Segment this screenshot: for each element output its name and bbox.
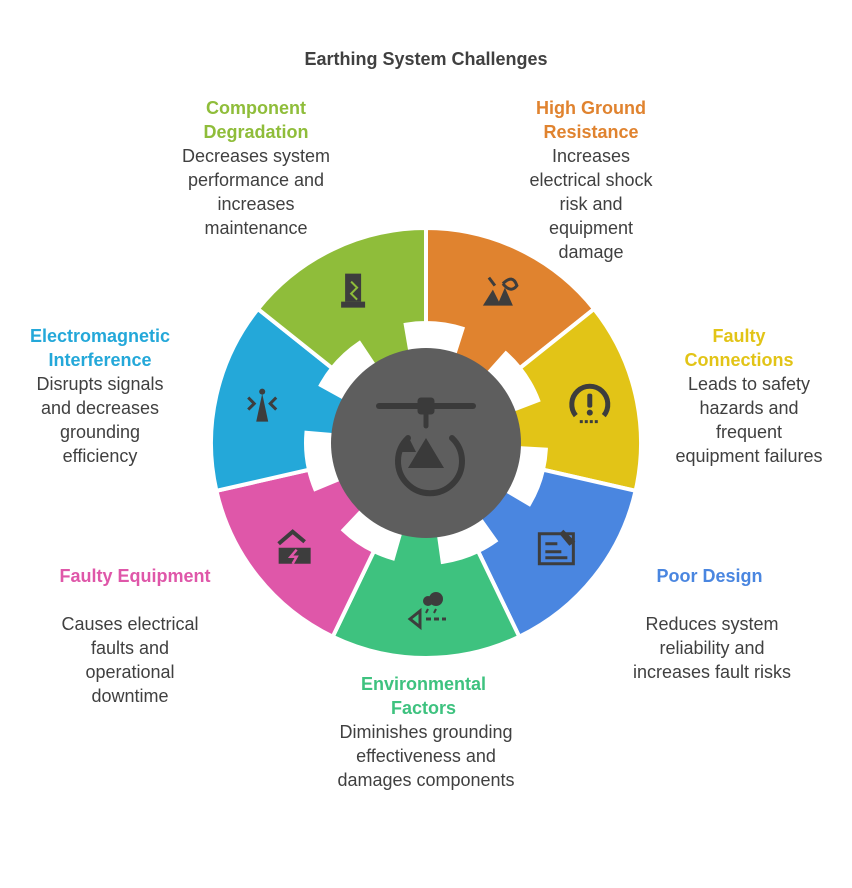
broken-plant-icon — [482, 276, 519, 306]
segment-description: Diminishes grounding effectiveness and d… — [337, 722, 515, 790]
warning-gauge-icon — [569, 383, 611, 424]
segment-title: Component Degradation — [203, 98, 309, 142]
segment-label-electromagnetic-interference: Electromagnetic Interference Disrupts si… — [20, 324, 180, 468]
crumbling-pillar-icon — [341, 273, 366, 308]
segment-description: Causes electrical faults and operational… — [61, 614, 199, 706]
blueprint-icon — [537, 529, 576, 566]
segment-description: Leads to safety hazards and frequent equ… — [675, 374, 823, 466]
center-cycle-icon — [376, 397, 476, 497]
rain-cloud-icon — [407, 592, 446, 631]
segment-label-faulty-connections: Faulty Connections Leads to safety hazar… — [674, 324, 824, 468]
segment-description: Disrupts signals and decreases grounding… — [36, 374, 164, 466]
segment-title: Poor Design — [656, 566, 763, 586]
segment-label-poor-design: Poor Design Reduces system reliability a… — [632, 564, 792, 684]
segment-title: High Ground Resistance — [536, 98, 646, 142]
segment-high-ground-resistance — [424, 225, 597, 388]
diagram-title: Earthing System Challenges — [304, 49, 548, 69]
segment-environmental-factors — [330, 515, 522, 660]
segment-title: Faulty Equipment — [59, 566, 211, 586]
segment-description: Increases electrical shock risk and equi… — [529, 146, 653, 262]
segment-electromagnetic-interference — [209, 306, 361, 494]
signal-tower-icon — [247, 388, 278, 422]
segment-label-component-degradation: Component Degradation Decreases system p… — [166, 96, 346, 240]
segment-title: Environmental Factors — [360, 674, 487, 718]
segment-description: Decreases system performance and increas… — [181, 146, 331, 238]
segment-title: Electromagnetic Interference — [29, 326, 171, 370]
damaged-house-icon — [277, 529, 311, 565]
icons-layer — [247, 273, 611, 631]
segment-label-environmental-factors: Environmental Factors Diminishes groundi… — [336, 672, 516, 792]
segment-title: Faulty Connections — [684, 326, 794, 370]
segment-description: Reduces system reliability and increases… — [632, 614, 792, 682]
segment-label-high-ground-resistance: High Ground Resistance Increases electri… — [511, 96, 671, 264]
segment-label-faulty-equipment: Faulty Equipment Causes electrical fault… — [50, 564, 220, 708]
segments-layer — [209, 225, 643, 660]
